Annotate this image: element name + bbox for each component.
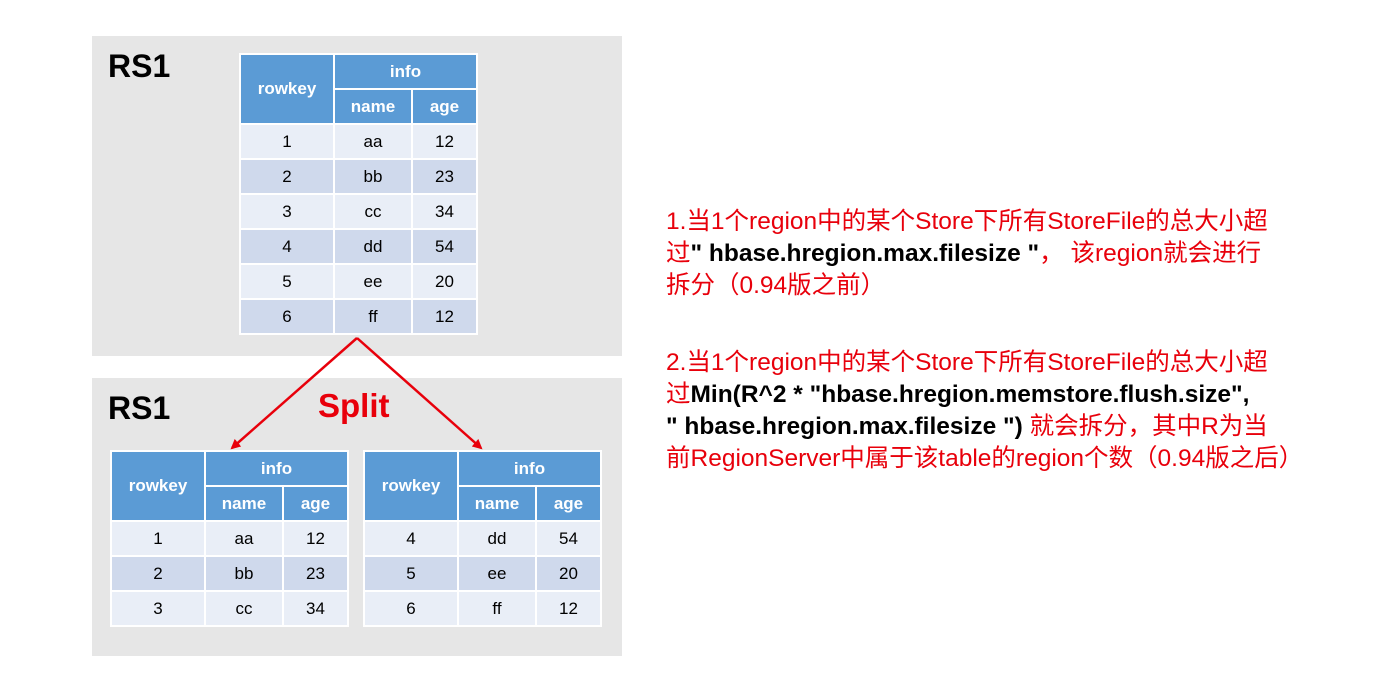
note-formula: Min(R^2 * "hbase.hregion.memstore.flush.… [690,381,1250,408]
split-arrow-left [230,337,358,450]
note-line: 拆分（0.94版之前） [666,272,886,299]
note-line: 2.当1个region中的某个Store下所有StoreFile的总大小超 [666,349,1268,376]
cell-rowkey: 5 [363,555,459,592]
note-text: 过 [666,381,691,408]
cell-name: cc [204,590,284,627]
cell-age: 23 [411,158,478,195]
header-age: age [282,485,349,522]
note-line: 过Min(R^2 * "hbase.hregion.memstore.flush… [666,379,1366,411]
region-table-original: rowkey info name age 1 aa 12 2 bb 23 3 c… [239,53,478,335]
panel-title: RS1 [108,48,171,84]
split-arrow-right [356,337,483,450]
cell-name: ff [457,590,537,627]
cell-name: bb [333,158,413,195]
region-table-split-left: rowkey info name age 1 aa 12 2 bb 23 3 c… [110,450,349,627]
cell-age: 12 [282,520,349,557]
header-rowkey: rowkey [363,450,459,522]
cell-age: 20 [535,555,602,592]
cell-age: 54 [411,228,478,265]
table-row: 6 ff 12 [363,590,602,627]
note-config-key: " hbase.hregion.max.filesize " [690,240,1040,267]
cell-rowkey: 6 [363,590,459,627]
cell-rowkey: 6 [239,298,335,335]
cell-rowkey: 2 [239,158,335,195]
table-row: 1 aa 12 [110,520,349,557]
split-label: Split [318,387,390,424]
header-name: name [457,485,537,522]
cell-rowkey: 1 [239,123,335,160]
note-formula: " hbase.hregion.max.filesize ") [666,413,1023,440]
cell-age: 54 [535,520,602,557]
header-name: name [333,88,413,125]
note-text: 过 [666,240,691,267]
cell-name: aa [204,520,284,557]
cell-rowkey: 4 [239,228,335,265]
note-line: 1.当1个region中的某个Store下所有StoreFile的总大小超 [666,208,1268,235]
region-table-split-right: rowkey info name age 4 dd 54 5 ee 20 6 f… [363,450,602,627]
header-age: age [535,485,602,522]
table-row: 4 dd 54 [239,228,478,265]
table-row: 2 bb 23 [239,158,478,195]
table-row: 5 ee 20 [239,263,478,300]
cell-rowkey: 3 [239,193,335,230]
table-row: 5 ee 20 [363,555,602,592]
header-column-family: info [204,450,349,487]
panel-title: RS1 [108,390,171,426]
cell-age: 12 [411,123,478,160]
cell-age: 12 [411,298,478,335]
table-row: 2 bb 23 [110,555,349,592]
cell-rowkey: 3 [110,590,206,627]
cell-name: ee [333,263,413,300]
note-text: 就会拆分，其中R为当 [1022,413,1268,440]
header-rowkey: rowkey [110,450,206,522]
cell-rowkey: 1 [110,520,206,557]
cell-name: ee [457,555,537,592]
cell-name: cc [333,193,413,230]
cell-name: bb [204,555,284,592]
header-rowkey: rowkey [239,53,335,125]
header-name: name [204,485,284,522]
table-row: 4 dd 54 [363,520,602,557]
header-column-family: info [457,450,602,487]
cell-age: 20 [411,263,478,300]
cell-age: 12 [535,590,602,627]
table-row: 6 ff 12 [239,298,478,335]
note-2: 2.当1个region中的某个Store下所有StoreFile的总大小超 过M… [666,347,1366,475]
header-column-family: info [333,53,478,90]
note-line: " hbase.hregion.max.filesize ") 就会拆分，其中R… [666,411,1366,443]
table-row: 1 aa 12 [239,123,478,160]
cell-rowkey: 5 [239,263,335,300]
note-text: ， 该region就会进行 [1039,240,1262,267]
cell-age: 34 [411,193,478,230]
header-age: age [411,88,478,125]
cell-name: dd [457,520,537,557]
cell-name: ff [333,298,413,335]
note-line: 过" hbase.hregion.max.filesize "， 该region… [666,238,1366,270]
table-row: 3 cc 34 [239,193,478,230]
cell-age: 34 [282,590,349,627]
note-1: 1.当1个region中的某个Store下所有StoreFile的总大小超 过"… [666,206,1366,302]
cell-age: 23 [282,555,349,592]
table-row: 3 cc 34 [110,590,349,627]
cell-name: aa [333,123,413,160]
note-line: 前RegionServer中属于该table的region个数（0.94版之后） [666,445,1304,472]
cell-rowkey: 4 [363,520,459,557]
cell-rowkey: 2 [110,555,206,592]
cell-name: dd [333,228,413,265]
